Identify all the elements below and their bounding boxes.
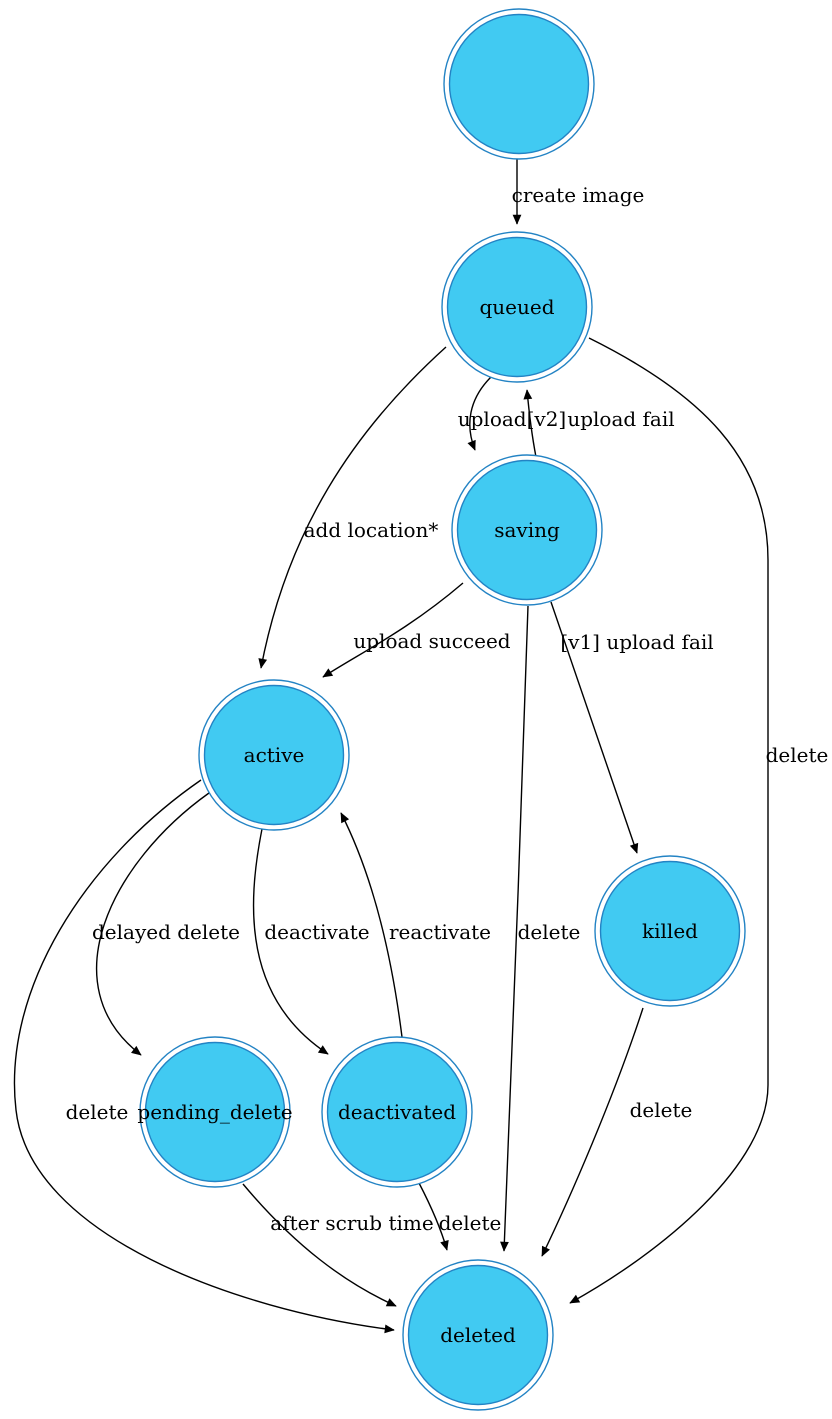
edge-add-location [258, 346, 447, 669]
node-label-active: active [244, 743, 305, 767]
edge-label-reactivate: reactivate [389, 920, 491, 944]
state-node-deleted: deleted [402, 1259, 554, 1411]
edge-upload-v2 [467, 376, 492, 451]
edge-label-v1-upload-fail: [v1] upload fail [560, 630, 713, 654]
edge-label-killed-delete: delete [630, 1098, 693, 1122]
node-inner-circle-queued [446, 236, 588, 378]
edge-label-deactivate: deactivate [264, 920, 369, 944]
edge-delayed-delete [95, 792, 210, 1056]
edge-label-saving-delete: delete [518, 920, 581, 944]
edge-label-deactivated-delete: delete [439, 1211, 502, 1235]
state-node-active: active [198, 679, 350, 831]
state-node-start [443, 8, 595, 160]
node-inner-circle-deactivated [326, 1041, 468, 1183]
node-label-saving: saving [494, 518, 560, 542]
node-inner-circle-deleted [407, 1264, 549, 1406]
state-node-queued: queued [441, 231, 593, 383]
edge-upload-fail [523, 389, 537, 458]
state-node-saving: saving [451, 454, 603, 606]
node-label-killed: killed [642, 919, 698, 943]
edge-label-upload-fail: upload fail [567, 407, 674, 431]
node-label-pending_delete: pending_delete [137, 1100, 292, 1124]
edge-killed-delete [541, 1007, 644, 1257]
state-node-killed: killed [594, 855, 746, 1007]
edge-label-after-scrub-time: after scrub time [270, 1211, 433, 1235]
state-node-deactivated: deactivated [321, 1036, 473, 1188]
edge-label-delayed-delete: delayed delete [92, 920, 240, 944]
edge-reactivate [340, 812, 403, 1038]
node-inner-circle-active [203, 684, 345, 826]
edge-upload-succeed [322, 582, 464, 678]
node-label-queued: queued [479, 295, 554, 319]
edge-v1-upload-fail [550, 601, 639, 854]
edge-deactivated-delete [418, 1182, 449, 1251]
node-label-deactivated: deactivated [338, 1100, 456, 1124]
edge-queued-delete [569, 337, 769, 1304]
state-node-pending_delete: pending_delete [137, 1036, 293, 1188]
edge-label-upload-succeed: upload succeed [353, 629, 510, 653]
node-inner-circle-start [448, 13, 590, 155]
edge-after-scrub-time [242, 1183, 397, 1307]
edge-label-upload-v2: upload[v2] [458, 407, 566, 431]
node-label-deleted: deleted [440, 1323, 516, 1347]
edge-active-delete [13, 779, 395, 1334]
edge-label-add-location: add location* [304, 518, 439, 542]
edge-label-active-delete: delete [66, 1100, 129, 1124]
edge-deactivate [252, 828, 329, 1055]
node-inner-circle-killed [599, 860, 741, 1002]
edge-label-queued-delete: delete [766, 743, 829, 767]
edge-label-create-image: create image [512, 183, 645, 207]
edge-saving-delete [500, 605, 529, 1252]
node-inner-circle-saving [456, 459, 598, 601]
edges-layer: create image upload[v2]upload fail add loc… [13, 159, 829, 1334]
node-inner-circle-pending_delete [144, 1041, 286, 1183]
